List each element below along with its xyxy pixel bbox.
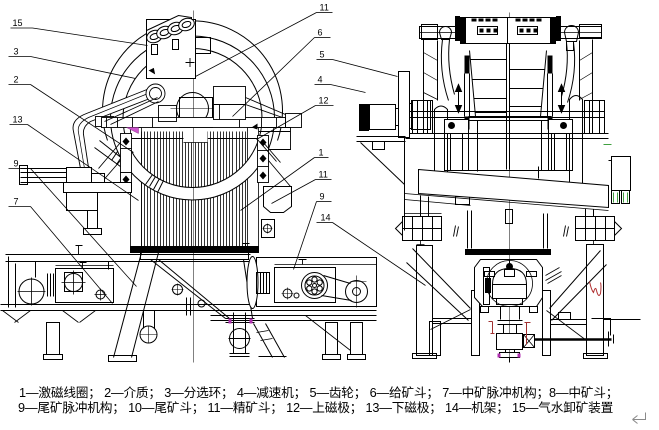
svg-text:9: 9 bbox=[320, 192, 325, 202]
svg-text:9: 9 bbox=[14, 159, 19, 169]
svg-text:3: 3 bbox=[14, 47, 19, 57]
svg-text:11: 11 bbox=[319, 170, 328, 180]
svg-text:1: 1 bbox=[319, 148, 324, 158]
svg-text:13: 13 bbox=[13, 115, 23, 125]
svg-text:2: 2 bbox=[14, 75, 19, 85]
svg-text:14: 14 bbox=[321, 213, 331, 223]
svg-text:6: 6 bbox=[318, 28, 323, 38]
svg-text:11: 11 bbox=[320, 3, 329, 13]
svg-text:12: 12 bbox=[319, 96, 329, 106]
svg-text:15: 15 bbox=[13, 18, 23, 28]
svg-text:4: 4 bbox=[318, 75, 323, 85]
svg-text:7: 7 bbox=[14, 197, 19, 207]
svg-text:5: 5 bbox=[320, 50, 325, 60]
